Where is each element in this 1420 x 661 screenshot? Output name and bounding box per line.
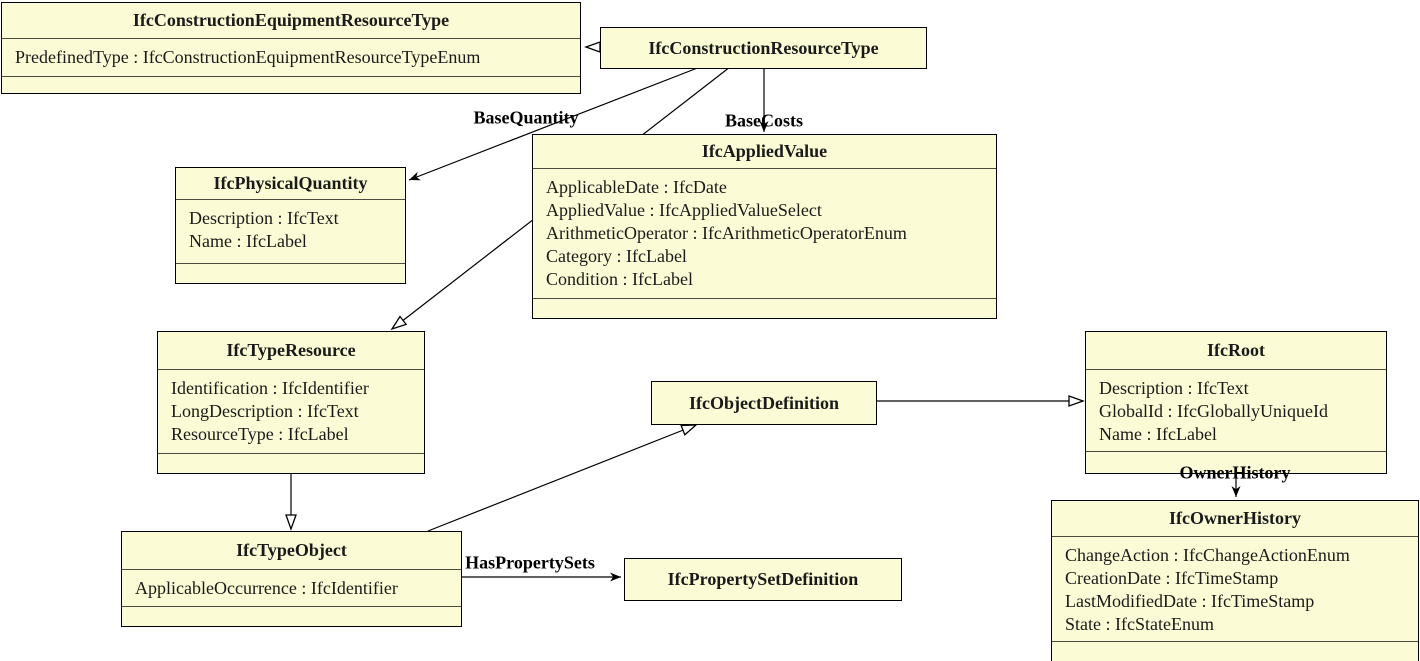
class-empty-compartment (176, 263, 405, 283)
class-title: IfcPhysicalQuantity (213, 173, 368, 193)
class-empty-compartment (1052, 641, 1418, 661)
edge-association-to-ifcphysicalquantity (408, 66, 701, 181)
edge-generalization-to-ifcobjectdefinition (427, 424, 698, 532)
edge-label-basequantity: BaseQuantity (473, 107, 579, 128)
edge-label-ownerhistory: OwnerHistory (1179, 462, 1291, 483)
class-title: IfcAppliedValue (701, 141, 828, 161)
class-title: IfcTypeResource (226, 340, 356, 360)
class-attribute: Name : IfcLabel (1099, 424, 1217, 444)
class-title: IfcConstructionResourceType (648, 37, 879, 58)
class-empty-compartment (1086, 451, 1386, 473)
class-title: IfcConstructionEquipmentResourceType (132, 10, 450, 30)
class-attributes-compartment: PredefinedType : IfcConstructionEquipmen… (2, 38, 580, 76)
class-attribute: Name : IfcLabel (189, 231, 307, 251)
edge-label-basecosts: BaseCosts (724, 110, 804, 131)
class-title: IfcOwnerHistory (1169, 508, 1301, 528)
class-empty-compartment (533, 298, 996, 318)
class-empty-compartment (122, 606, 461, 626)
class-title: IfcTypeObject (236, 540, 347, 560)
class-attribute: ArithmeticOperator : IfcArithmeticOperat… (546, 223, 907, 243)
class-box-ifcpropertysetdefinition: IfcPropertySetDefinition (624, 558, 902, 601)
class-attribute: PredefinedType : IfcConstructionEquipmen… (15, 47, 481, 67)
class-attribute: ResourceType : IfcLabel (171, 424, 349, 444)
class-attribute: State : IfcStateEnum (1065, 614, 1214, 634)
class-title: IfcRoot (1207, 340, 1265, 360)
class-title: IfcObjectDefinition (689, 392, 839, 413)
class-attribute: CreationDate : IfcTimeStamp (1065, 568, 1279, 588)
class-attribute: ApplicableOccurrence : IfcIdentifier (135, 578, 398, 598)
class-box-ifcobjectdefinition: IfcObjectDefinition (651, 381, 877, 425)
class-attribute: LongDescription : IfcText (171, 401, 359, 421)
class-attributes-compartment: ApplicableOccurrence : IfcIdentifier (122, 569, 461, 606)
class-attribute: Description : IfcText (189, 208, 339, 228)
class-attribute: AppliedValue : IfcAppliedValueSelect (546, 200, 822, 220)
class-empty-compartment (2, 76, 580, 93)
class-box-ifcconstructionresourcetype: IfcConstructionResourceType (600, 27, 927, 69)
class-attribute: Category : IfcLabel (546, 246, 687, 266)
class-attribute: Description : IfcText (1099, 378, 1249, 398)
edge-label-haspropertysets: HasPropertySets (465, 552, 595, 573)
class-attribute: GlobalId : IfcGloballyUniqueId (1099, 401, 1328, 421)
class-title: IfcPropertySetDefinition (667, 569, 859, 589)
class-attribute: ChangeAction : IfcChangeActionEnum (1065, 545, 1350, 565)
class-empty-compartment (158, 453, 424, 473)
class-attribute: Condition : IfcLabel (546, 269, 693, 289)
class-attribute: LastModifiedDate : IfcTimeStamp (1065, 591, 1315, 611)
class-attribute: ApplicableDate : IfcDate (546, 177, 727, 197)
class-attribute: Identification : IfcIdentifier (171, 378, 369, 398)
